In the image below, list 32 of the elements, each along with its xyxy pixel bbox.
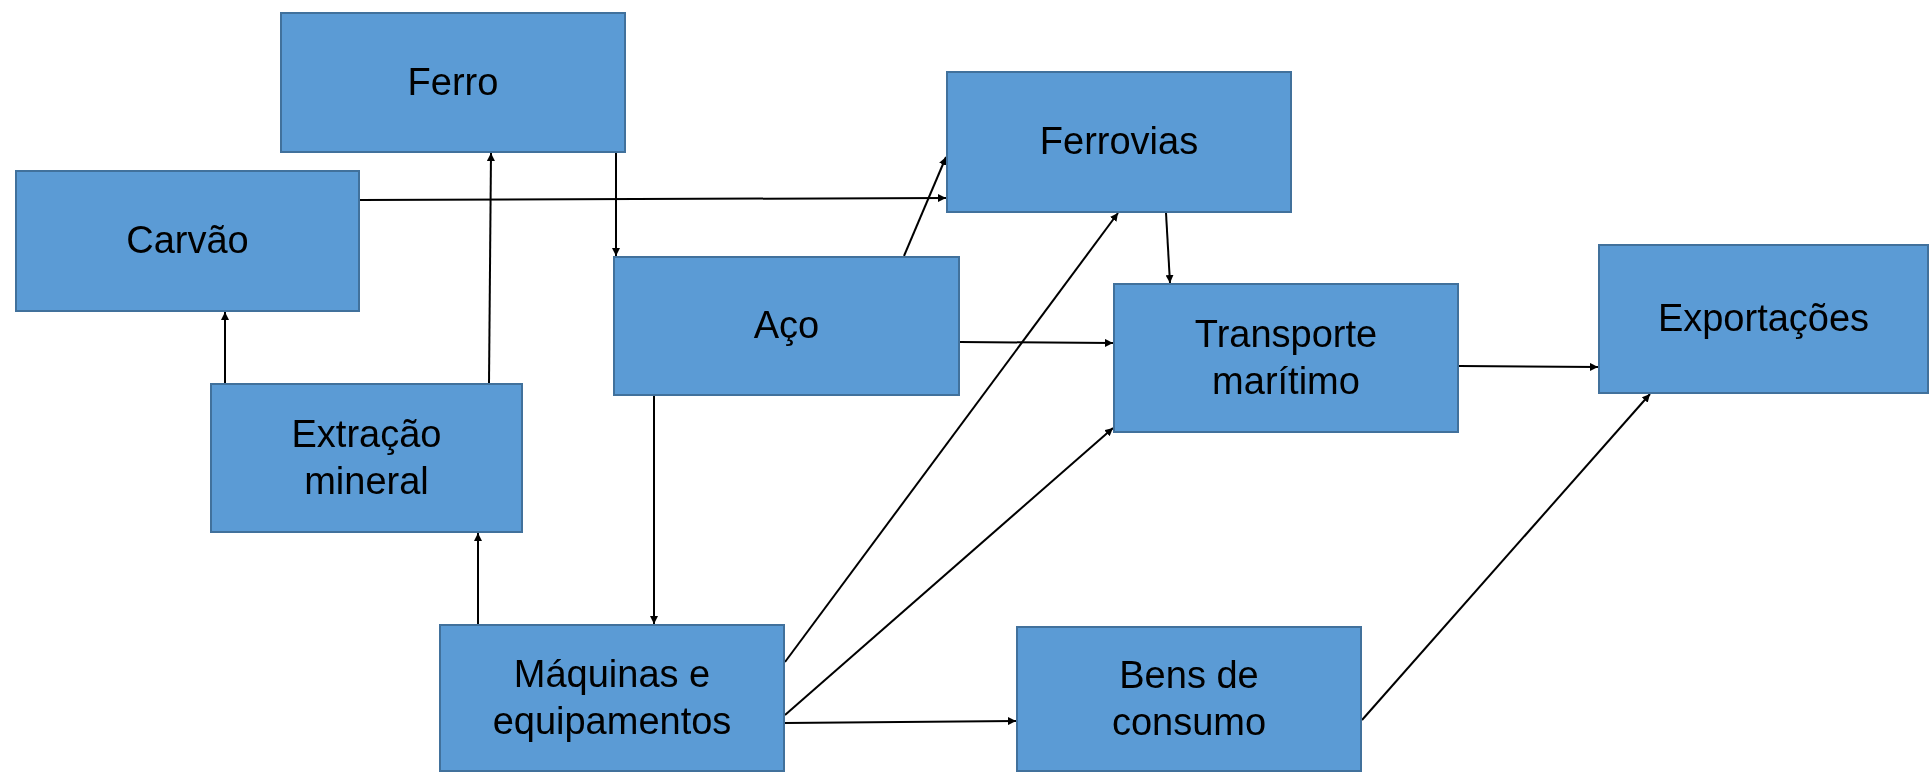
arrow: [474, 532, 482, 625]
arrow: [486, 152, 495, 384]
box-label: Ferro: [406, 59, 500, 105]
process-box: [1113, 283, 1459, 433]
arrow: [1361, 393, 1651, 721]
box-label: Exportações: [1656, 296, 1871, 342]
box-label: Ferrovias: [1038, 119, 1200, 165]
process-box: [613, 256, 960, 396]
box-label: Bens de consumo: [1110, 652, 1268, 745]
box-label: Aço: [752, 303, 821, 349]
process-box: [946, 71, 1292, 213]
arrow: [359, 194, 947, 203]
arrow: [959, 338, 1114, 347]
arrow: [784, 427, 1114, 716]
box-label: Transporte marítimo: [1193, 311, 1379, 404]
arrow: [221, 311, 229, 384]
arrow: [1458, 362, 1599, 371]
box-label: Máquinas e equipamentos: [491, 651, 733, 744]
process-box: [1016, 626, 1362, 772]
arrow: [903, 156, 947, 257]
process-box: [280, 12, 626, 153]
process-box: [210, 383, 523, 533]
box-label: Carvão: [125, 218, 250, 264]
arrow: [1165, 212, 1174, 284]
arrow: [612, 152, 620, 257]
arrow: [650, 395, 658, 625]
arrow: [784, 212, 1119, 663]
process-box: [1598, 244, 1929, 394]
arrow: [784, 717, 1017, 726]
box-label: Extração mineral: [290, 411, 443, 504]
process-box: [439, 624, 785, 772]
process-box: [15, 170, 360, 312]
